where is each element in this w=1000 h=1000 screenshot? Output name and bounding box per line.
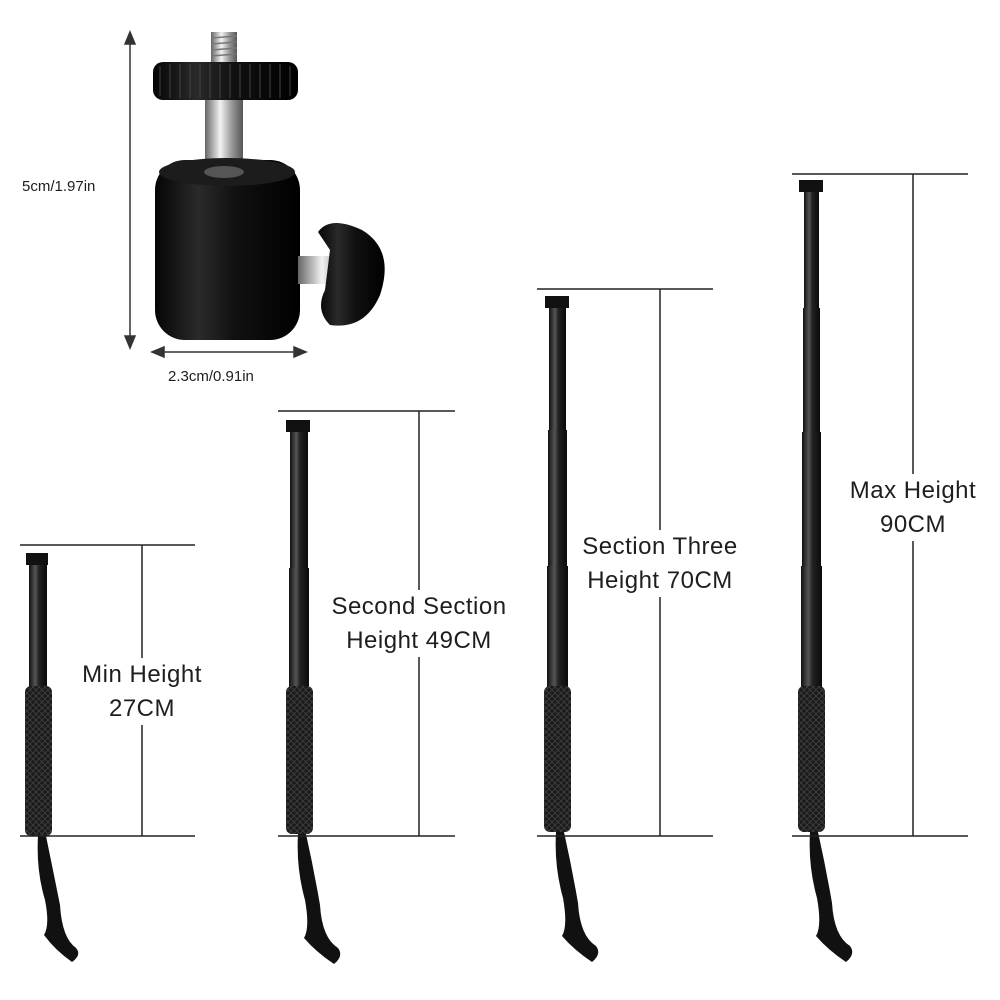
pole-second-section-label: Second Section Height 49CM (318, 590, 520, 658)
ball-head-width-label: 2.3cm/0.91in (166, 366, 256, 387)
pole-section-three (544, 296, 599, 962)
ball-head-mount (153, 32, 385, 340)
pole-min-height (25, 553, 79, 962)
pole-second-section (286, 420, 341, 964)
pole-section-three-label: Section Three Height 70CM (574, 530, 746, 598)
ball-head-height-label: 5cm/1.97in (20, 176, 98, 197)
ball-head-height-arrow (123, 30, 137, 350)
pole-max-height (798, 180, 853, 962)
pole-min-height-label: Min Height 27CM (72, 658, 212, 726)
ball-head-width-arrow (150, 345, 308, 359)
pole-max-height-label: Max Height 90CM (840, 474, 986, 542)
